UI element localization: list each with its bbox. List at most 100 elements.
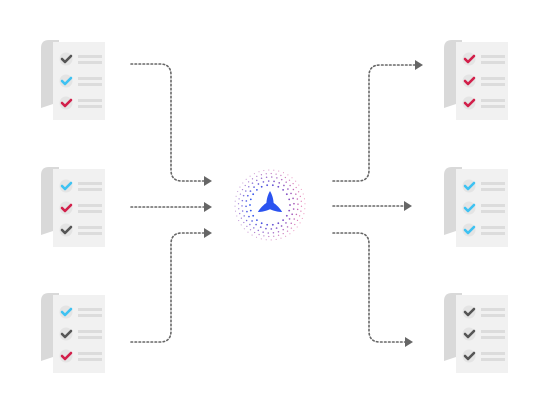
text-line: [481, 188, 505, 191]
dotted-connector: [130, 232, 205, 343]
check-cyan-icon: [463, 181, 476, 191]
text-line: [78, 336, 102, 339]
text-line: [78, 105, 102, 108]
checklist-row: [59, 74, 102, 88]
text-line: [78, 182, 102, 185]
text-line: [481, 105, 505, 108]
check-bullet: [462, 52, 476, 66]
text-line: [78, 188, 102, 191]
check-red-icon: [463, 54, 476, 64]
text-line: [78, 204, 102, 207]
check-bullet: [462, 96, 476, 110]
arrow-head-icon: [404, 201, 412, 211]
input-checklist-document: [41, 167, 105, 247]
check-bullet: [59, 349, 73, 363]
input-checklist-document: [41, 293, 105, 373]
checklist-row: [462, 179, 505, 193]
check-bullet: [462, 223, 476, 237]
checklist-row: [462, 349, 505, 363]
text-line: [481, 314, 505, 317]
text-line: [481, 204, 505, 207]
text-line: [78, 77, 102, 80]
text-line: [481, 61, 505, 64]
check-cyan-icon: [463, 203, 476, 213]
check-bullet: [59, 305, 73, 319]
arrow-head-icon: [405, 337, 413, 347]
check-cyan-icon: [60, 307, 73, 317]
checklist-row: [462, 96, 505, 110]
check-bullet: [59, 223, 73, 237]
hub-halo: [234, 169, 306, 241]
check-dark-icon: [463, 307, 476, 317]
checklist-row: [462, 74, 505, 88]
text-line: [78, 308, 102, 311]
arrow-head-icon: [204, 202, 212, 212]
connectors: [130, 60, 423, 347]
text-line: [78, 55, 102, 58]
text-line: [481, 330, 505, 333]
checklist-row: [462, 305, 505, 319]
output-checklist-document: [444, 167, 508, 247]
checklist-row: [462, 327, 505, 341]
check-bullet: [462, 305, 476, 319]
text-line: [78, 226, 102, 229]
output-documents: [444, 40, 508, 373]
check-dark-icon: [463, 329, 476, 339]
check-bullet: [59, 201, 73, 215]
text-line: [78, 314, 102, 317]
check-dark-icon: [463, 351, 476, 361]
text-line: [481, 226, 505, 229]
check-bullet: [462, 179, 476, 193]
check-bullet: [462, 327, 476, 341]
output-checklist-document: [444, 40, 508, 120]
check-bullet: [462, 201, 476, 215]
check-bullet: [59, 179, 73, 193]
text-line: [78, 83, 102, 86]
check-bullet: [59, 327, 73, 341]
tri-blade-logo-icon: [257, 191, 283, 213]
text-line: [78, 99, 102, 102]
check-cyan-icon: [463, 225, 476, 235]
check-dark-icon: [60, 54, 73, 64]
check-bullet: [59, 52, 73, 66]
arrow-head-icon: [415, 60, 423, 70]
checklist-row: [59, 179, 102, 193]
text-line: [481, 182, 505, 185]
text-line: [78, 210, 102, 213]
check-bullet: [462, 349, 476, 363]
check-dark-icon: [60, 329, 73, 339]
check-cyan-icon: [60, 181, 73, 191]
input-checklist-document: [41, 40, 105, 120]
dotted-connector: [332, 64, 416, 182]
text-line: [481, 210, 505, 213]
text-line: [481, 352, 505, 355]
text-line: [78, 358, 102, 361]
text-line: [481, 83, 505, 86]
hub-logo: [234, 169, 306, 241]
check-bullet: [59, 96, 73, 110]
check-red-icon: [463, 76, 476, 86]
input-documents: [41, 40, 105, 373]
text-line: [78, 61, 102, 64]
checklist-row: [59, 305, 102, 319]
check-red-icon: [60, 98, 73, 108]
check-bullet: [59, 74, 73, 88]
text-line: [78, 232, 102, 235]
check-cyan-icon: [60, 76, 73, 86]
text-line: [78, 352, 102, 355]
checklist-row: [462, 201, 505, 215]
checklist-row: [462, 52, 505, 66]
checklist-row: [59, 201, 102, 215]
text-line: [481, 308, 505, 311]
check-red-icon: [463, 98, 476, 108]
text-line: [481, 232, 505, 235]
output-checklist-document: [444, 293, 508, 373]
text-line: [481, 55, 505, 58]
arrow-head-icon: [204, 228, 212, 238]
checklist-row: [59, 52, 102, 66]
text-line: [481, 99, 505, 102]
check-dark-icon: [60, 225, 73, 235]
checklist-row: [462, 223, 505, 237]
check-bullet: [462, 74, 476, 88]
